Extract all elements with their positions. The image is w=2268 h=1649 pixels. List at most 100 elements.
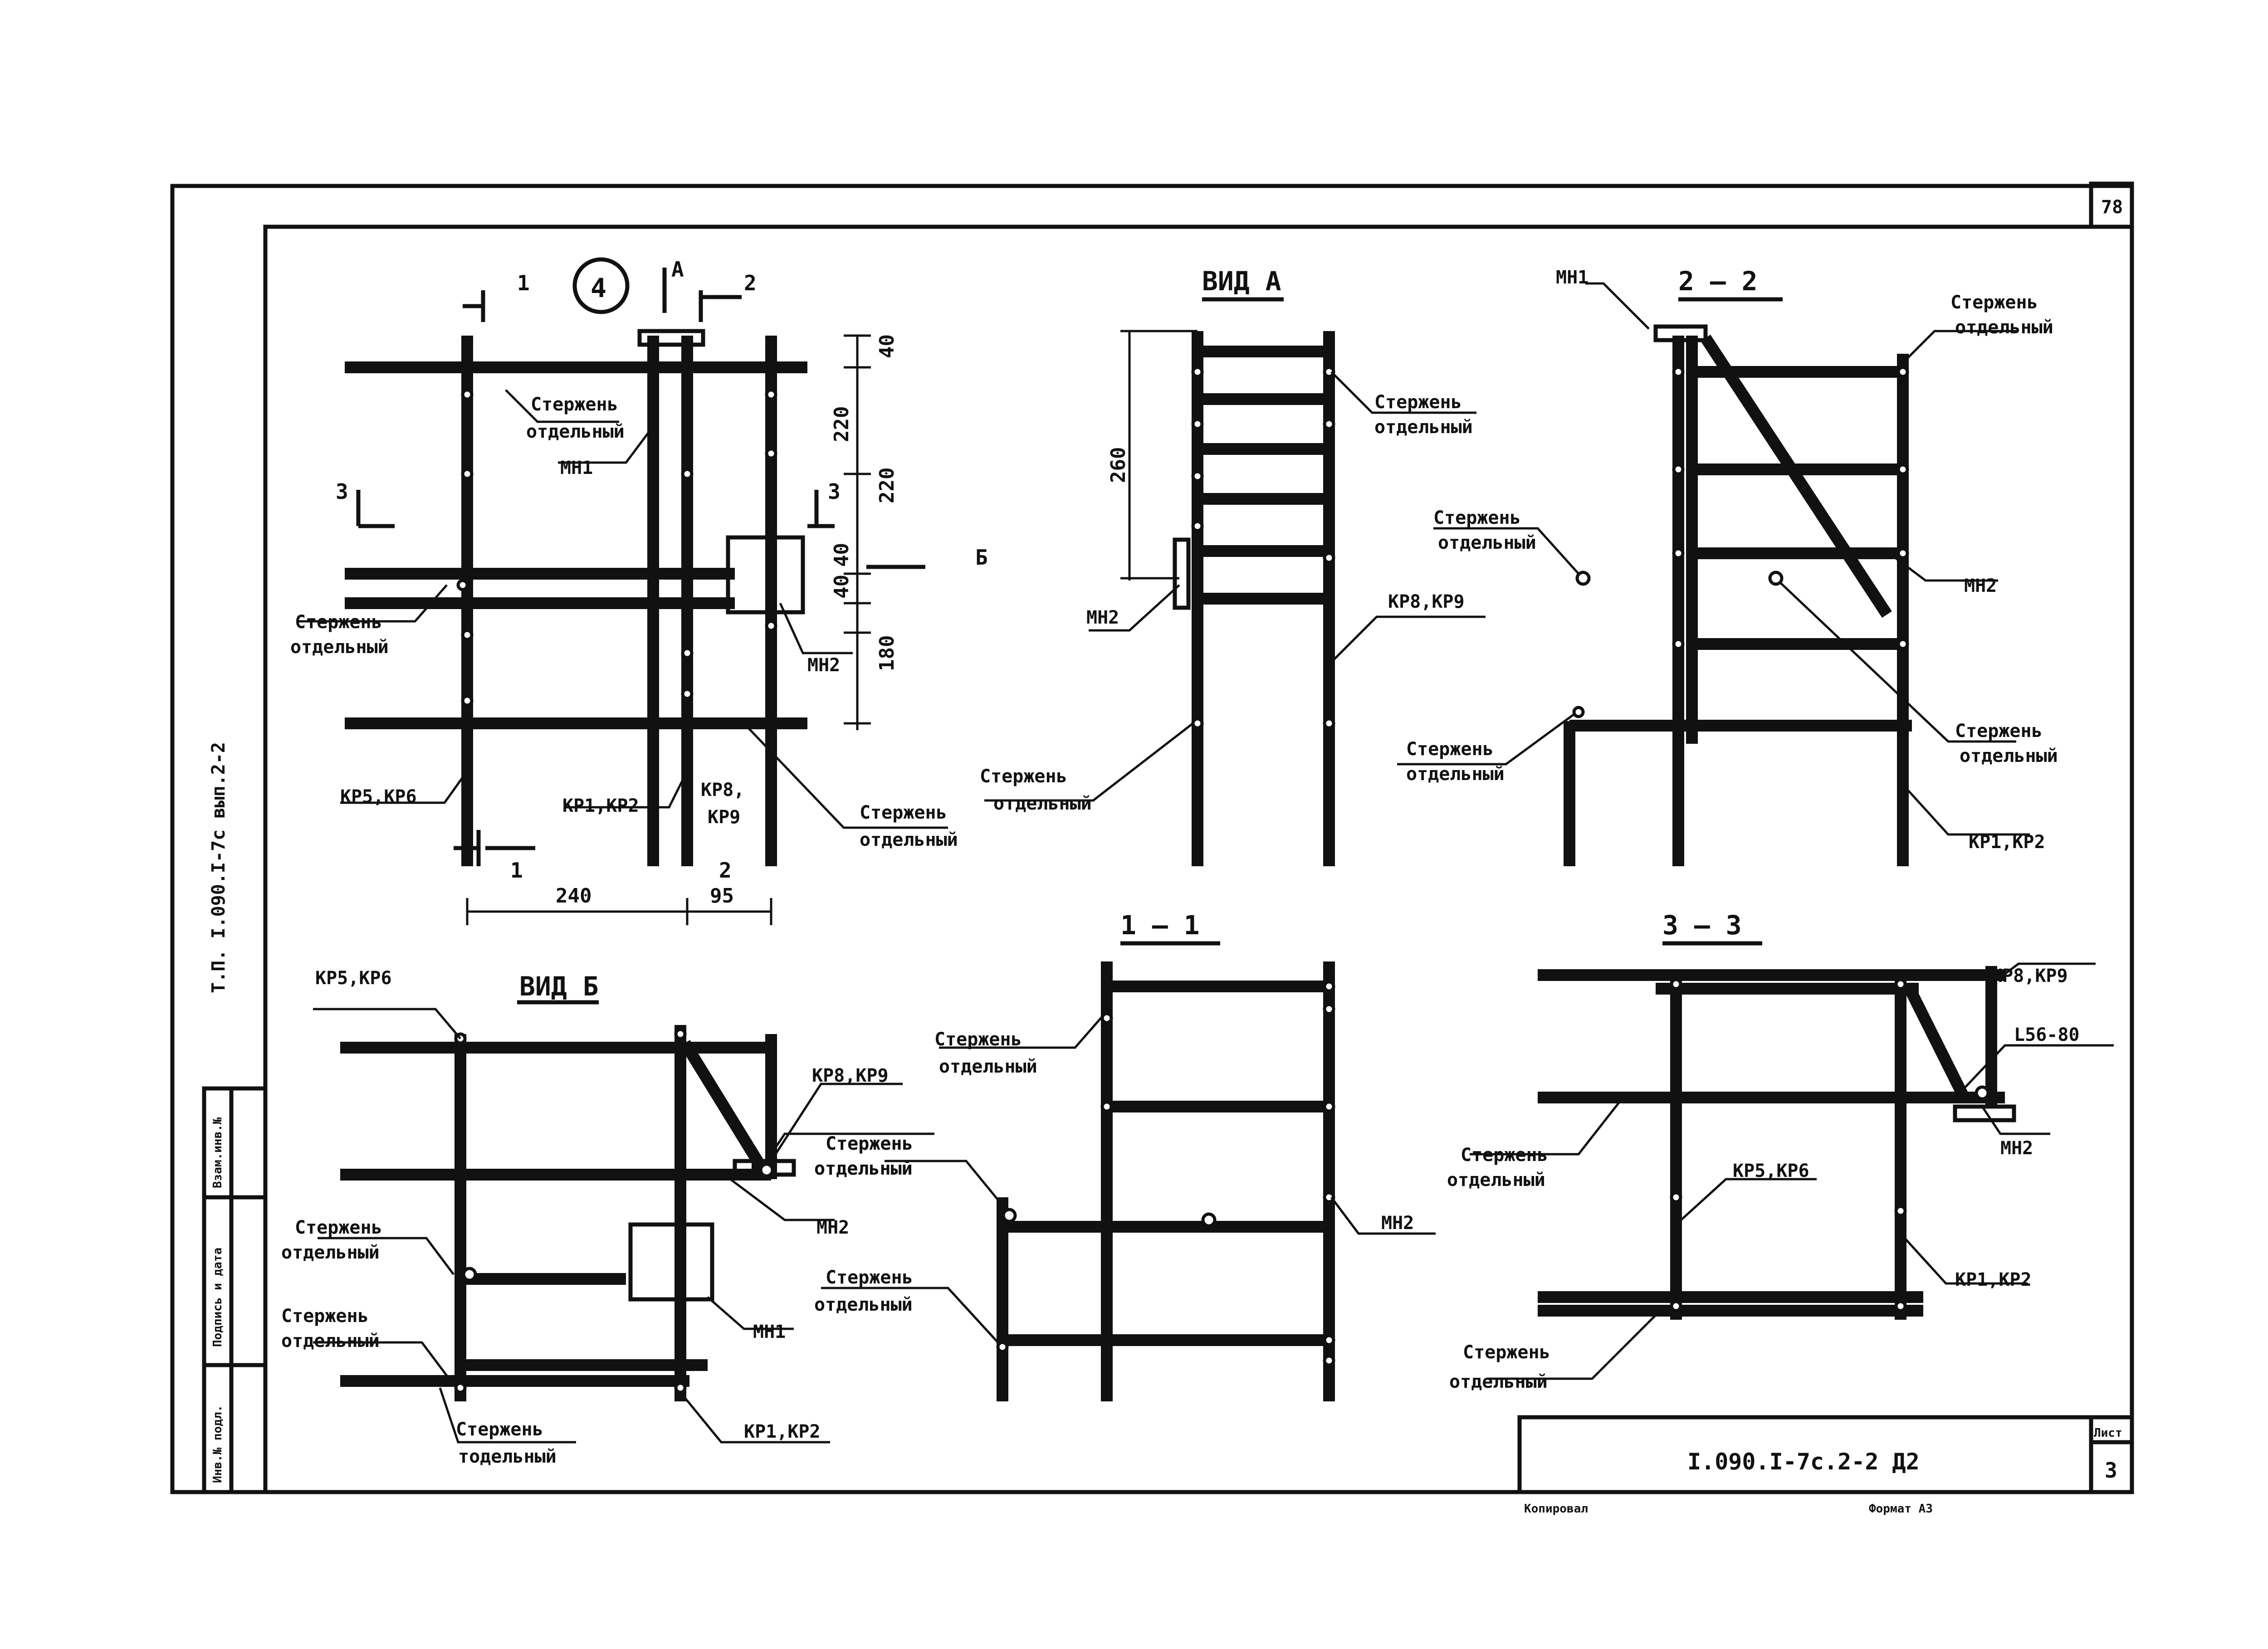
node-number-circle [572,257,630,314]
view-b-mn1: МН1 [753,1322,786,1342]
label-rod-3b: отдельный [860,829,958,850]
sec11-title: 1 — 1 [1120,910,1200,941]
dim-40-b: 40 [830,575,853,599]
sec22-mn2: МН2 [1964,576,1997,596]
view-b-rod4-a: Стержень [456,1419,543,1440]
sec11-rod2-b: отдельный [814,1158,913,1179]
side-code: Т.П. I.090.I-7с вып.2-2 [208,742,229,993]
page-number: 78 [2101,197,2123,218]
label-rod-2b: отдельный [290,637,389,658]
view-b-rod1-a: Стержень [826,1133,913,1154]
dim-220-b: 220 [875,468,899,503]
view-b-mn2: МН2 [816,1217,849,1238]
cut-2-top: 2 [744,271,757,295]
view-b: ВИД Б КР5,КР6 КР8,КР9 Стержень отдельный… [281,968,934,1467]
view-a-mark: А [671,257,684,282]
view-a-rod1-b: отдельный [1374,417,1473,438]
cut-1-bottom: 1 [510,858,523,883]
sec33-angle: L56-80 [2014,1025,2080,1045]
dim-40-top: 40 [875,334,899,358]
dim-95: 95 [710,884,734,907]
cut-2-bottom: 2 [719,858,732,883]
dim-220-a: 220 [830,406,853,442]
sec22-rod-l-b: отдельный [1406,764,1505,785]
sec22-rod-tr-a: Стержень [1950,292,2038,313]
sec22-rod-mid-b: отдельный [1438,532,1536,553]
view-a-rod2-b: отдельный [993,793,1092,814]
view-b-rod2-a: Стержень [295,1217,382,1238]
node-4-plan: 4 1 1 А 2 2 3 3 Б 40 220 220 40 40 180 2… [290,257,988,925]
sec33-kr56: КР5,КР6 [1733,1161,1809,1181]
section-2-2: 2 — 2 МН1 Стержень отдельный Стержень от… [1397,266,2058,866]
sheet-frame: 78 [170,181,2134,1494]
label-mn2: МН2 [807,655,840,676]
sec22-mn1: МН1 [1556,267,1589,288]
cut-3-right: 3 [828,479,841,504]
label-rod-1b: отдельный [526,421,625,442]
label-kr56: КР5,КР6 [340,786,417,807]
side-box-replace: Взам.инв.№ [211,1117,225,1188]
label-kr89-b: КР9 [708,807,740,828]
dim-40-a: 40 [830,543,853,567]
sec11-rod3-b: отдельный [814,1294,913,1315]
view-b-mark: Б [975,545,988,570]
sec33-mn2: МН2 [2000,1138,2033,1159]
cut-1-top: 1 [517,271,530,295]
view-a-rod1-a: Стержень [1374,392,1462,413]
copied-by: Копировал [1524,1502,1588,1516]
sec33-rod2-b: отдельный [1449,1371,1548,1392]
sec22-title: 2 — 2 [1678,266,1758,297]
sec11-rod1-a: Стержень [934,1029,1022,1050]
sheet-number: 3 [2105,1458,2117,1483]
label-rod-2a: Стержень [295,612,382,633]
view-a-title: ВИД А [1202,266,1281,297]
sheet-label: Лист [2094,1426,2122,1440]
view-b-kr56: КР5,КР6 [315,968,392,989]
title-block: I.090.I-7c.2-2 Д2 Лист 3 Копировал Форма… [1517,1415,2134,1516]
section-3-3: 3 — 3 КР8,КР9 L56-80 Стержень отдельный … [1447,910,2114,1392]
dim-240: 240 [556,884,591,907]
view-b-rod3-a: Стержень [281,1306,369,1327]
view-b-rod4-b: тодельный [458,1446,557,1467]
sec33-rod1-a: Стержень [1461,1145,1548,1166]
label-kr89-a: КР8, [701,780,744,800]
view-b-kr89: КР8,КР9 [812,1065,889,1086]
cut-3-left: 3 [336,479,348,504]
view-b-rod3-b: отдельный [281,1331,380,1351]
view-a: ВИД А 260 Стержень отдельный МН2 КР8,КР9… [980,266,1486,866]
side-stamp: Взам.инв.№ Подпись и дата Инв.№ подл. Т.… [202,742,268,1494]
side-box-signature: Подпись и дата [211,1248,225,1347]
sec11-rod2-a: Стержень [826,1133,913,1154]
view-a-kr89: КР8,КР9 [1388,591,1465,612]
sec11-rod3-a: Стержень [826,1267,913,1288]
side-box-inventory: Инв.№ подл. [211,1405,225,1483]
sec22-rod-mid-a: Стержень [1433,507,1521,528]
sec22-rod-tr-b: отдельный [1955,317,2053,338]
sec22-kr12: КР1,КР2 [1969,832,2045,853]
sec33-kr89: КР8,КР9 [1991,966,2068,986]
sec33-kr12: КР1,КР2 [1955,1269,2032,1290]
sheet-designation: I.090.I-7c.2-2 Д2 [1687,1449,1920,1475]
sec22-rod-r-b: отдельный [1960,746,2058,766]
sec33-rod2-a: Стержень [1463,1342,1550,1363]
view-b-rod2-b: отдельный [281,1242,380,1263]
sec33-rod1-b: отдельный [1447,1170,1545,1190]
view-a-mn2: МН2 [1086,607,1119,628]
format-label: Формат А3 [1869,1502,1933,1516]
sec11-mn2: МН2 [1381,1213,1414,1234]
sec11-rod1-b: отдельный [939,1056,1037,1077]
node-number: 4 [591,273,606,303]
label-mn1: МН1 [560,458,593,478]
dim-180: 180 [875,635,899,671]
label-rod-3a: Стержень [860,802,947,823]
sec22-rod-r-a: Стержень [1955,721,2043,742]
label-rod-1a: Стержень [531,394,618,415]
view-b-title: ВИД Б [519,971,599,1002]
sec22-rod-l-a: Стержень [1406,739,1494,760]
view-a-rod2-a: Стержень [980,766,1067,787]
section-1-1: 1 — 1 Стержень отдельный Стержень отдель… [814,910,1436,1401]
sec33-title: 3 — 3 [1662,910,1742,941]
view-a-dim: 260 [1107,447,1130,483]
view-b-kr12: КР1,КР2 [744,1421,821,1442]
